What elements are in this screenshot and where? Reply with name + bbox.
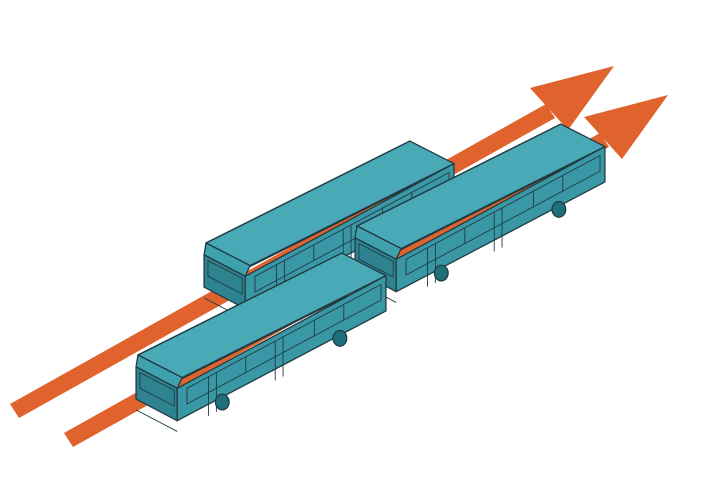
arrow-right-up-icon [584, 95, 668, 159]
arrow-right-up-icon [530, 66, 614, 130]
